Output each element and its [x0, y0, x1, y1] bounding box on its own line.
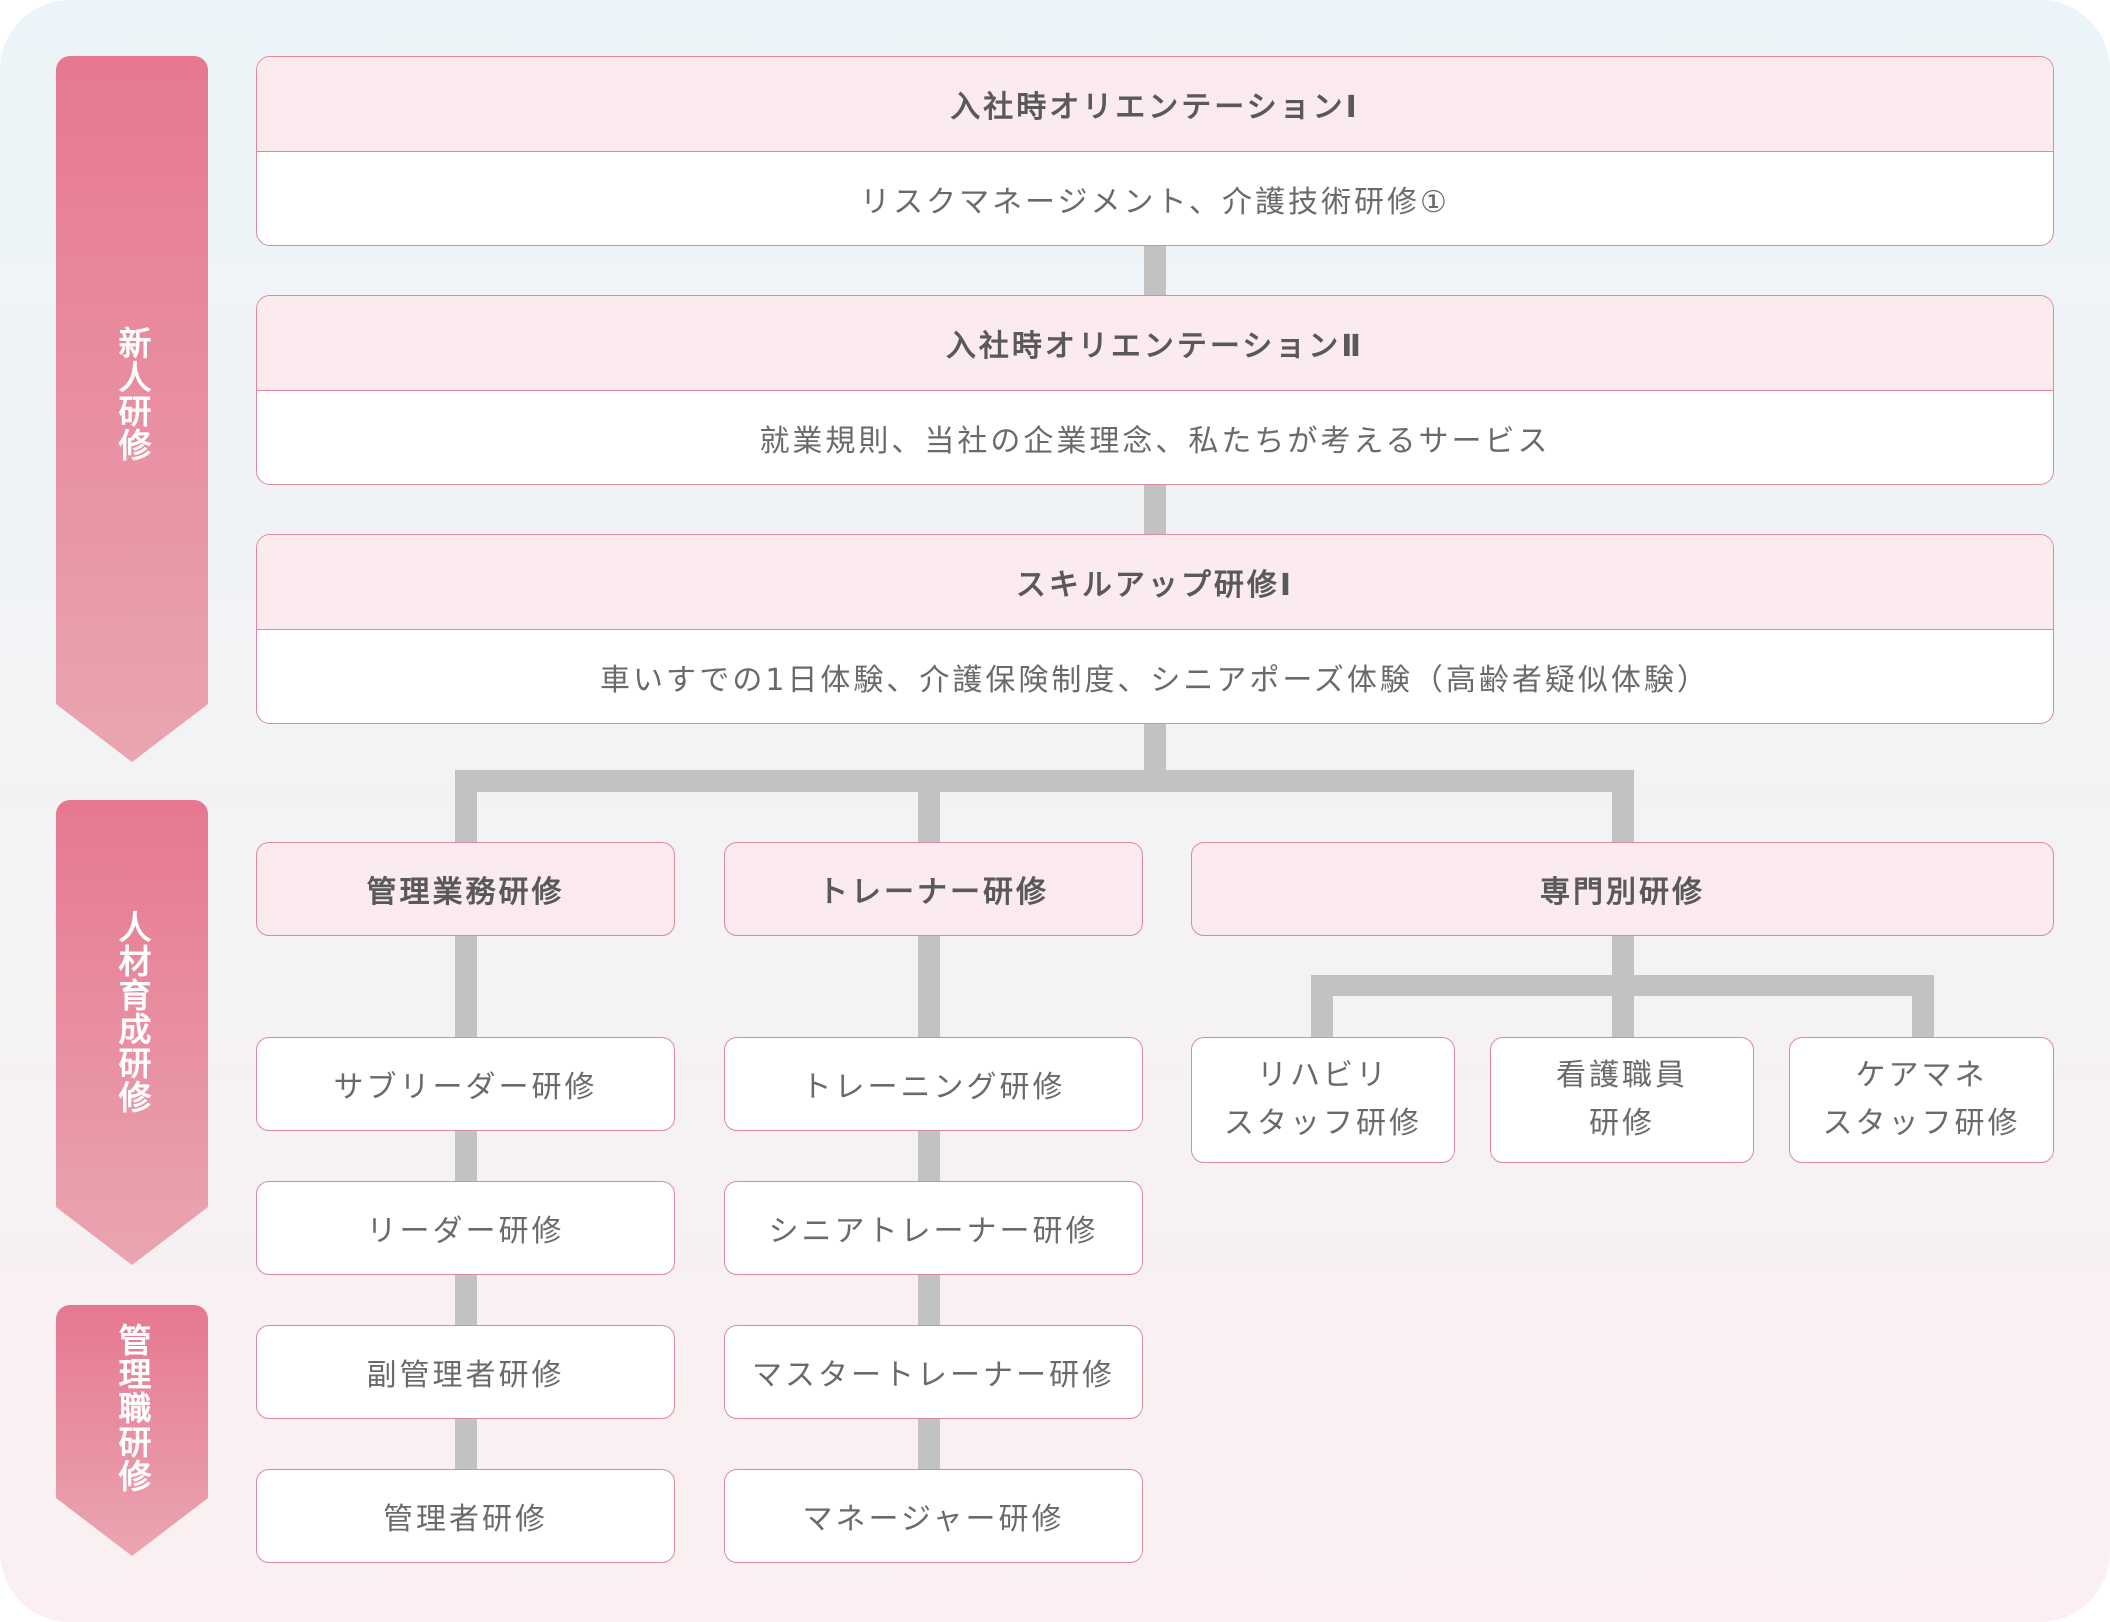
phase-label: 管理職研修 — [113, 1323, 152, 1493]
track-trainer-header: トレーナー研修 — [724, 842, 1143, 936]
connector-line — [1612, 770, 1634, 842]
step-box: リーダー研修 — [256, 1181, 675, 1275]
branch-bar — [455, 770, 1634, 792]
onboarding-card-2: 入社時オリエンテーションⅡ 就業規則、当社の企業理念、私たちが考えるサービス — [256, 295, 2054, 485]
connector-line — [1612, 936, 1634, 986]
step-box: 管理者研修 — [256, 1469, 675, 1563]
card-content: リスクマネージメント、介護技術研修① — [860, 184, 1450, 220]
card-title: 入社時オリエンテーションⅡ — [257, 296, 2053, 391]
connector-line — [1311, 975, 1333, 1037]
step-box: サブリーダー研修 — [256, 1037, 675, 1131]
card-content: 車いすでの1日体験、介護保険制度、シニアポーズ体験（高齢者疑似体験） — [600, 662, 1710, 698]
connector-line — [1144, 485, 1166, 534]
specialty-line: リハビリ — [1257, 1058, 1389, 1093]
connector-line — [1144, 724, 1166, 782]
connector-line — [1912, 975, 1934, 1037]
track-management-header: 管理業務研修 — [256, 842, 675, 936]
phase-band-development: 人材育成研修 — [56, 800, 208, 1265]
step-box: トレーニング研修 — [724, 1037, 1143, 1131]
step-box: マネージャー研修 — [724, 1469, 1143, 1563]
specialty-line: スタッフ研修 — [1822, 1106, 2021, 1141]
card-title: スキルアップ研修Ⅰ — [257, 535, 2053, 630]
card-content: 就業規則、当社の企業理念、私たちが考えるサービス — [759, 423, 1551, 459]
card-title: 入社時オリエンテーションⅠ — [257, 57, 2053, 152]
step-box: 副管理者研修 — [256, 1325, 675, 1419]
specialty-box-nursing: 看護職員 研修 — [1490, 1037, 1754, 1163]
connector-line — [918, 770, 940, 842]
specialty-line: 看護職員 — [1556, 1058, 1688, 1093]
step-box: シニアトレーナー研修 — [724, 1181, 1143, 1275]
phase-band-new-hire: 新人研修 — [56, 56, 208, 762]
phase-label: 新人研修 — [113, 326, 152, 462]
step-box: マスタートレーナー研修 — [724, 1325, 1143, 1419]
specialty-line: 研修 — [1589, 1106, 1655, 1141]
specialty-line: ケアマネ — [1855, 1058, 1988, 1093]
specialty-line: スタッフ研修 — [1224, 1106, 1422, 1141]
specialty-box-rehab: リハビリ スタッフ研修 — [1191, 1037, 1455, 1163]
connector-line — [1612, 975, 1634, 1037]
onboarding-card-3: スキルアップ研修Ⅰ 車いすでの1日体験、介護保険制度、シニアポーズ体験（高齢者疑… — [256, 534, 2054, 724]
onboarding-card-1: 入社時オリエンテーションⅠ リスクマネージメント、介護技術研修① — [256, 56, 2054, 246]
connector-line — [1144, 246, 1166, 295]
connector-line — [455, 770, 477, 842]
phase-band-management: 管理職研修 — [56, 1305, 208, 1556]
track-specialty-header: 専門別研修 — [1191, 842, 2054, 936]
specialty-box-caremanager: ケアマネ スタッフ研修 — [1789, 1037, 2054, 1163]
phase-label: 人材育成研修 — [113, 910, 152, 1114]
